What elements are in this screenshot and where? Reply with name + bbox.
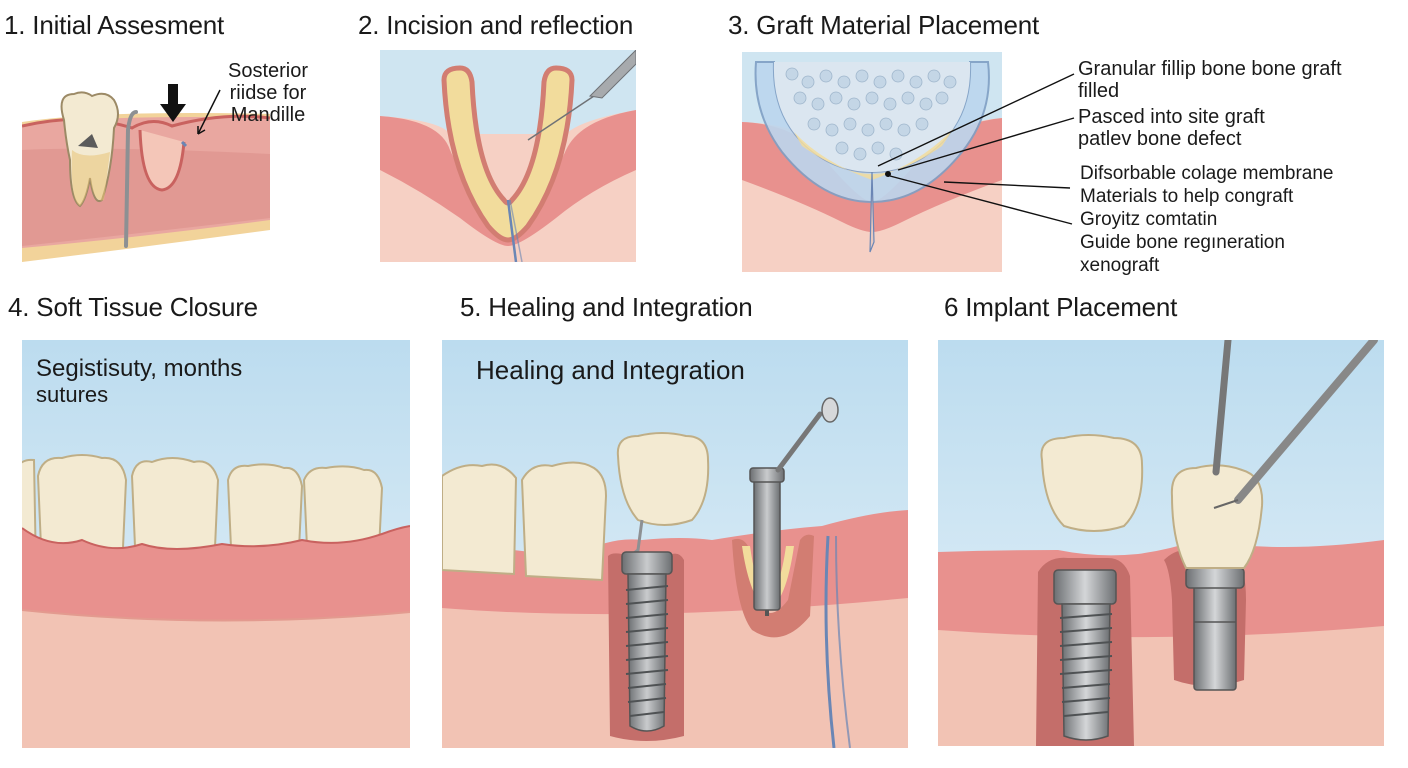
implant-placement-illustration: [938, 340, 1384, 746]
step-5-note: Healing and Integration: [476, 356, 745, 384]
step-1-note: Sosterior riidse for Mandille: [220, 60, 316, 126]
step-1-title: 1. Initial Assesment: [4, 10, 224, 41]
step-3-note-line: Pasced into site graft: [1078, 106, 1342, 128]
step-3-note-line: Materials to help congraft: [1080, 185, 1333, 208]
step-4-title: 4. Soft Tissue Closure: [8, 292, 258, 323]
healing-integration-illustration: [442, 340, 908, 748]
panel-implant-placement: [938, 340, 1384, 746]
panel-graft-placement: [742, 52, 1002, 272]
graft-placement-illustration: [742, 52, 1002, 272]
step-3-notes-bottom: Difsorbable colage membrane Materials to…: [1080, 162, 1333, 277]
step-3-note-line: Groyitz comtatin: [1080, 208, 1333, 231]
step-3-title: 3. Graft Material Placement: [728, 10, 1039, 41]
step-3-notes-top: Granular fillip bone bone graft filled P…: [1078, 58, 1342, 150]
step-3-note-line: patlev bone defect: [1078, 128, 1342, 150]
step-4-note-line: Segistisuty, months: [36, 356, 242, 382]
step-1-note-line: riidse for: [220, 82, 316, 104]
step-3-note-line: Granular fillip bone bone graft: [1078, 58, 1342, 80]
step-5-note-line: Healing and Integration: [476, 356, 745, 384]
step-3-note-line: xenograft: [1080, 254, 1333, 277]
step-3-note-line: Guide bone regıneration: [1080, 231, 1333, 254]
step-6-title: 6 Implant Placement: [944, 292, 1177, 323]
incision-illustration: [380, 50, 636, 262]
step-3-note-line: Difsorbable colage membrane: [1080, 162, 1333, 185]
step-5-title: 5. Healing and Integration: [460, 292, 753, 323]
panel-healing-integration: [442, 340, 908, 748]
step-2-title: 2. Incision and reflection: [358, 10, 633, 41]
panel-incision: [380, 50, 636, 262]
step-3-note-line: filled: [1078, 80, 1342, 102]
step-4-note: Segistisuty, months sutures: [36, 356, 242, 408]
step-1-note-line: Mandille: [220, 104, 316, 126]
step-4-note-line: sutures: [36, 382, 242, 408]
step-1-note-line: Sosterior: [220, 60, 316, 82]
